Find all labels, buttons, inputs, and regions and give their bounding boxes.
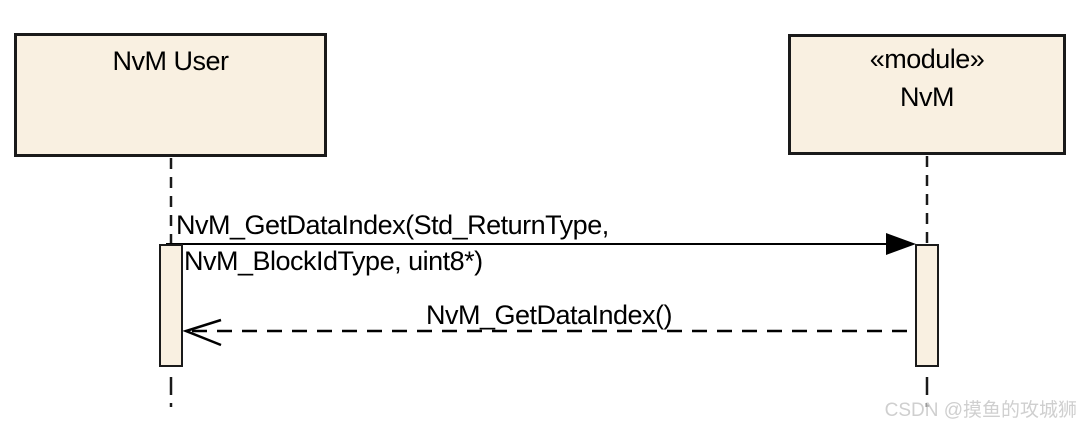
return-arrowhead-icon — [182, 318, 222, 347]
actor-box-nvm-module: «module» NvM — [788, 34, 1066, 155]
activation-bar-left — [159, 244, 183, 367]
actor-stereotype: «module» — [869, 44, 985, 74]
actor-title: NvM User — [112, 46, 230, 76]
actor-name: NvM — [900, 82, 955, 112]
call-message-label-line1: NvM_GetDataIndex(Std_ReturnType, — [176, 210, 609, 240]
call-message-label-line2: NvM_BlockIdType, uint8*) — [184, 246, 483, 276]
activation-bar-right — [915, 244, 939, 367]
actor-box-nvm-user: NvM User — [14, 33, 327, 157]
watermark-text: CSDN @摸鱼的攻城狮 — [884, 400, 1077, 421]
call-arrowhead-icon — [886, 233, 916, 255]
return-message-label: NvM_GetDataIndex() — [425, 300, 673, 330]
